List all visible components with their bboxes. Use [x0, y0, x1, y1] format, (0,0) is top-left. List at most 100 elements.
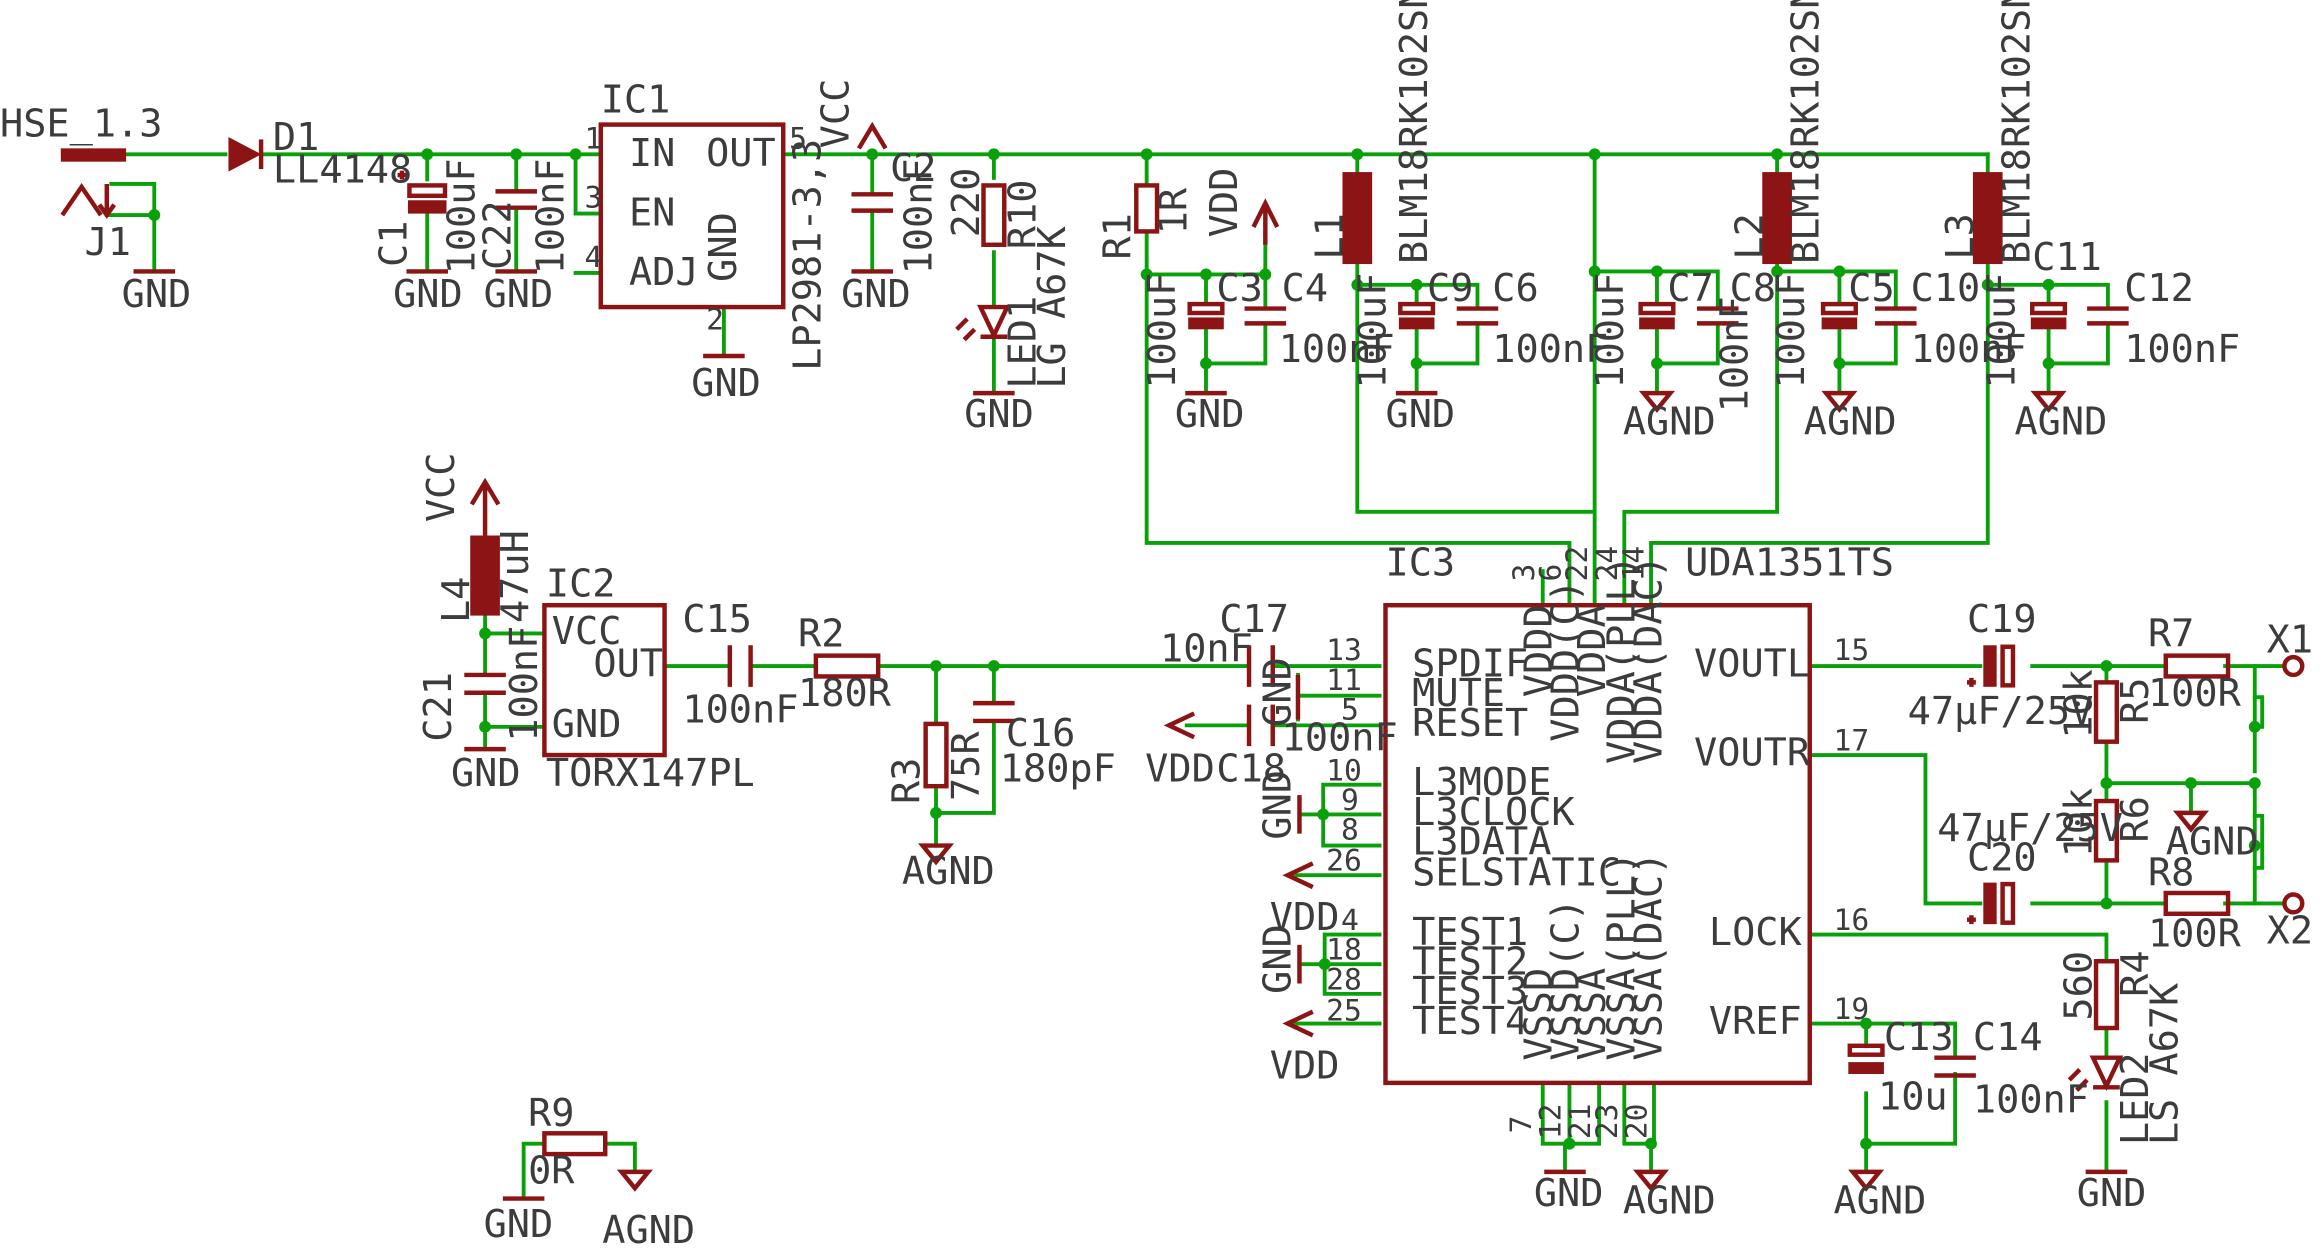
ground-symbols	[133, 269, 2210, 1201]
pin-test2: TEST2	[1412, 940, 1528, 985]
label-c5: C5	[1848, 266, 1894, 311]
label-vdd-c18: VDD	[1145, 747, 1215, 792]
pin-spdif: SPDIF	[1412, 641, 1528, 686]
l3-inductor-symbol	[1972, 172, 2003, 265]
label-led2: LED2	[2113, 1052, 2158, 1145]
pin-ic3-17: 17	[1833, 723, 1869, 758]
r7-resistor-symbol	[2163, 653, 2231, 679]
d1-diode-symbol	[228, 136, 262, 172]
label-ic1: IC1	[601, 78, 671, 123]
label-r7: R7	[2148, 612, 2194, 657]
c15-capacitor-symbol	[727, 645, 753, 687]
label-c1: C1	[371, 221, 416, 267]
label-l2: L2	[1727, 213, 1772, 259]
c3-capacitor-symbol	[1187, 301, 1225, 330]
label-l3: L3	[1938, 213, 1983, 259]
pin-ic3-5: 5	[1341, 691, 1359, 726]
label-c20-value: 47µF/25V	[1937, 806, 2123, 851]
label-c16-value: 180pF	[1000, 747, 1116, 792]
label-c4-value: 100nF	[1279, 327, 1395, 372]
label-r6-value: 10k	[2057, 788, 2102, 858]
pin-test3: TEST3	[1412, 969, 1528, 1014]
c7-capacitor-symbol	[1638, 301, 1676, 330]
label-r2-value: 180R	[798, 671, 892, 716]
label-c15-value: 100nF	[682, 687, 798, 732]
pin-ic3-4: 4	[1341, 902, 1359, 937]
r10-resistor-symbol	[981, 183, 1007, 247]
label-c3: C3	[1216, 266, 1262, 311]
pin-ic3-12: 12	[1533, 1104, 1568, 1140]
pin-vssapll: VSSA(PLL)	[1600, 852, 1645, 1061]
label-l2-value: BLM18RK102SN1	[1784, 0, 1829, 264]
label-agnd-c13: AGND	[1833, 1178, 1926, 1223]
label-vcc-ic2: VCC	[419, 453, 464, 523]
pin-test4: TEST4	[1412, 999, 1528, 1044]
label-r8: R8	[2148, 851, 2194, 896]
label-r1: R1	[1095, 213, 1140, 259]
label-c21: C21	[416, 672, 461, 742]
label-r4-value: 560	[2057, 951, 2102, 1021]
label-ic2: IC2	[546, 561, 616, 606]
label-d1-value: LL4148	[273, 147, 412, 192]
l1-inductor-symbol	[1342, 172, 1373, 265]
pin-vddd: VDDD	[1517, 604, 1562, 697]
c16-capacitor-symbol	[973, 700, 1015, 724]
pin-ic3-11: 11	[1326, 662, 1362, 697]
pin-lock: LOCK	[1709, 910, 1803, 955]
c22-capacitor-symbol	[495, 189, 537, 210]
pin-ic3-14: 14	[1616, 546, 1651, 582]
r2-resistor-symbol	[813, 653, 881, 679]
label-agnd-r9: AGND	[602, 1208, 695, 1251]
pin-ic3-24: 24	[1589, 546, 1624, 582]
label-ic2-gnd: GND	[552, 702, 622, 747]
l4-inductor-symbol	[470, 535, 500, 616]
label-c6-value: 100nF	[1492, 327, 1608, 372]
label-agnd-r3: AGND	[902, 849, 995, 894]
label-c5-value: 100uF	[1769, 273, 1814, 389]
pin-selstatic: SELSTATIC	[1412, 851, 1621, 896]
label-r9-value: 0R	[528, 1149, 575, 1194]
label-ic1-in: IN	[629, 131, 675, 176]
label-x2: X2	[2267, 908, 2313, 953]
label-c2: C2	[890, 146, 936, 191]
l2-inductor-symbol	[1762, 172, 1792, 265]
label-l1-value: BLM18RK102SN1	[1392, 0, 1437, 264]
r4-resistor-symbol	[2093, 959, 2120, 1031]
pin-voutl: VOUTL	[1694, 641, 1810, 686]
label-gnd-ic1: GND	[691, 361, 761, 406]
pin-ic3-20: 20	[1619, 1104, 1654, 1140]
r9-resistor-symbol	[542, 1131, 608, 1157]
label-ic2-vcc: VCC	[552, 609, 622, 654]
pin-ic3-16: 16	[1833, 902, 1869, 937]
label-c13: C13	[1884, 1015, 1954, 1060]
label-c22-value: 100nF	[529, 158, 574, 274]
c6-capacitor-symbol	[1456, 306, 1499, 326]
label-agnd-c7: AGND	[1623, 400, 1716, 445]
label-d1: D1	[273, 115, 319, 160]
c1-capacitor-symbol	[397, 170, 448, 214]
led2-symbol	[2067, 1055, 2124, 1092]
pin-ic3-22: 22	[1559, 546, 1594, 582]
label-led2-value: LS A67K	[2143, 982, 2188, 1145]
label-c17-value: 10nF	[1160, 627, 1253, 672]
pin-ic1-4: 4	[584, 239, 602, 274]
label-c14: C14	[1973, 1015, 2043, 1060]
label-c12-value: 100nF	[2124, 327, 2240, 372]
label-r6: R6	[2113, 796, 2158, 842]
r6-resistor-symbol	[2093, 798, 2120, 863]
pin-ic3-19: 19	[1833, 991, 1869, 1026]
label-l1: L1	[1307, 213, 1352, 259]
label-ic2-out: OUT	[593, 641, 663, 686]
r1-resistor-symbol	[1134, 183, 1160, 234]
pin-ic1-5: 5	[789, 120, 807, 155]
c17-capacitor-symbol	[1246, 645, 1275, 687]
label-c11: C11	[2032, 235, 2102, 280]
label-c18: C18	[1216, 747, 1286, 792]
label-ic1-en: EN	[629, 190, 675, 235]
label-r10: R10	[1000, 180, 1045, 250]
pin-vddapll: VDDA(PLL)	[1600, 555, 1645, 764]
c5-capacitor-symbol	[1820, 301, 1858, 330]
c11-capacitor-symbol	[2030, 301, 2068, 330]
label-r10-value: 220	[944, 168, 989, 238]
label-r2: R2	[798, 612, 844, 657]
